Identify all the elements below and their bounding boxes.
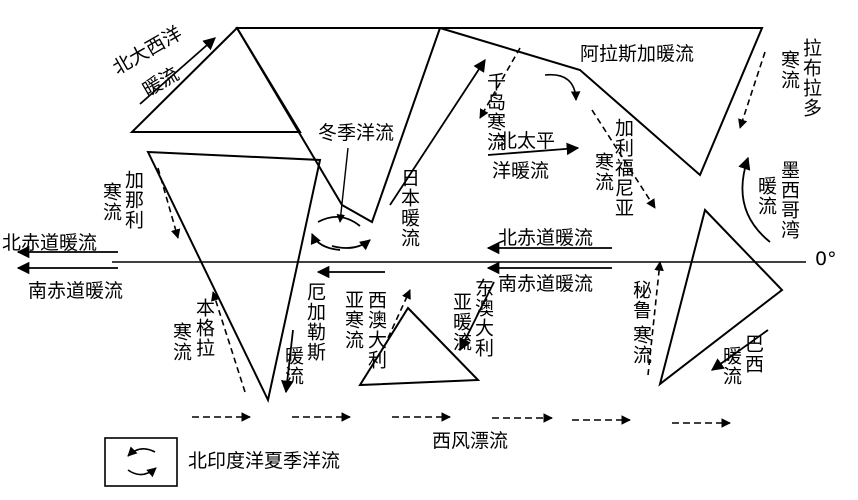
peru-arrow: [647, 261, 664, 376]
west-wind-drift-label: 西风漂流: [432, 430, 509, 452]
winter-monsoon-label: 冬季洋流: [318, 122, 395, 144]
kuroshio-label: 日本暖流: [397, 168, 420, 248]
oyashio-curl-arrow: [544, 73, 581, 101]
labrador-label-2: 寒流: [777, 50, 800, 90]
legend-monsoon-icon: [127, 446, 157, 478]
brazil-label-2: 暖流: [719, 346, 742, 386]
labrador-arrow: [738, 51, 766, 129]
europe-asia-continent: [235, 27, 442, 224]
north-equatorial-pacific-label: 北赤道暖流: [498, 227, 594, 249]
south-equatorial-label: 南赤道暖流: [28, 280, 124, 302]
labrador-label-1: 拉布拉多: [799, 38, 822, 118]
north-pacific-label-1: 北太平: [498, 130, 556, 152]
peru-label-2: 寒流: [629, 325, 652, 365]
south-america-continent: [658, 208, 784, 387]
agulhas-label-1: 厄加勒斯: [303, 282, 326, 362]
brazil-arrow: [710, 329, 769, 371]
gulf-mexico-label-2: 暖流: [754, 176, 777, 216]
oyashio-arrow: [479, 47, 521, 119]
legend-box: [104, 437, 178, 487]
gulf-mexico-arrow: [738, 156, 771, 243]
north-pacific-label-2: 洋暖流: [492, 160, 550, 182]
east-australia-label-2: 亚暖流: [449, 292, 472, 352]
north-america-continent: [439, 27, 764, 177]
north-atlantic-arrow: [139, 37, 216, 105]
canary-label-1: 加那利: [121, 170, 144, 230]
canary-arrow: [157, 167, 181, 239]
north-pacific-arrow: [487, 142, 580, 156]
east-australia-label-1: 东澳大利: [471, 278, 494, 358]
benguela-label-2: 寒流: [169, 322, 192, 362]
legend-label: 北印度洋夏季洋流: [188, 450, 341, 472]
west-australia-label-2: 亚寒流: [341, 290, 364, 350]
australia-continent: [358, 306, 481, 387]
agulhas-label-2: 暖流: [281, 346, 304, 386]
gulf-mexico-label-1: 墨西哥湾: [777, 160, 800, 240]
europe-continent: [129, 26, 302, 133]
west-australia-arrow: [387, 289, 411, 339]
monsoon-circulation-icon: [310, 216, 371, 251]
oyashio-label: 千岛寒流: [483, 72, 506, 152]
benguela-arrow: [211, 291, 246, 393]
peru-label-1: 秘鲁: [629, 280, 652, 320]
north-equatorial-label: 北赤道暖流: [2, 232, 98, 254]
california-label-2: 寒流: [591, 152, 614, 192]
kuroshio-arrow: [389, 58, 486, 206]
alaska-label: 阿拉斯加暖流: [580, 43, 695, 65]
west-wind-drift-arrows: [192, 412, 731, 428]
south-equatorial-pacific-label: 南赤道暖流: [498, 273, 594, 295]
africa-continent: [146, 150, 322, 404]
canary-label-2: 寒流: [99, 182, 122, 222]
west-australia-label-1: 西澳大利: [364, 290, 387, 370]
winter-monsoon-pointer: [336, 147, 349, 223]
brazil-label-1: 巴西: [741, 334, 764, 374]
east-australia-arrow: [459, 281, 495, 352]
benguela-label-1: 本格拉: [192, 298, 215, 358]
equator-degree-label: 0°: [815, 248, 837, 270]
agulhas-arrow: [281, 329, 294, 394]
california-label-1: 加利福尼亚: [611, 118, 634, 218]
